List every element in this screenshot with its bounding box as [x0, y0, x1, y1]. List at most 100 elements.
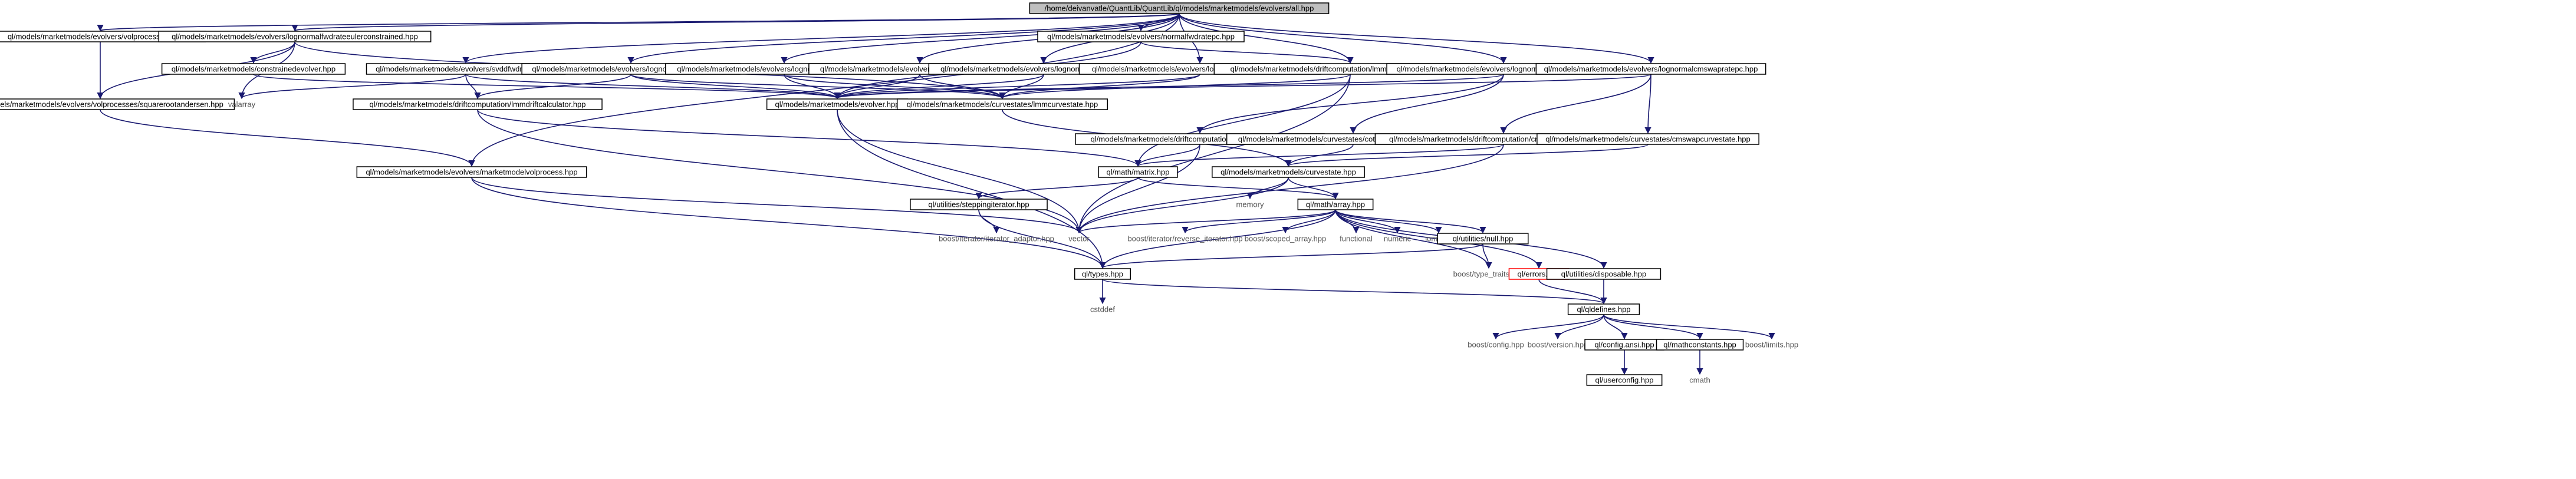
node-disposable[interactable]: ql/utilities/disposable.hpp — [1546, 268, 1662, 280]
node-lmmcurvestate[interactable]: ql/models/marketmodels/curvestates/lmmcu… — [896, 98, 1108, 110]
node-label: memory — [1236, 200, 1264, 209]
node-box — [1297, 199, 1374, 210]
edge-lognormfwdipc-to-lmmcurvestate — [919, 74, 1006, 100]
node-label: ql/qldefines.hpp — [1577, 305, 1630, 314]
node-null[interactable]: ql/utilities/null.hpp — [1437, 233, 1529, 245]
node-layer: /home/deivanvatle/QuantLib/QuantLib/ql/m… — [0, 2, 1798, 386]
node-mathconst[interactable]: ql/mathconstants.hpp — [1656, 339, 1744, 351]
node-configansi[interactable]: ql/config.ansi.hpp — [1584, 339, 1664, 351]
node-label: ql/models/marketmodels/evolvers/lognorma… — [172, 32, 418, 41]
node-label: ql/mathconstants.hpp — [1663, 341, 1736, 349]
node-vector: vector — [1068, 234, 1090, 243]
edge-null-to-types — [1099, 243, 1483, 269]
node-label: ql/config.ansi.hpp — [1594, 341, 1654, 349]
edge-null-to-typetraits — [1482, 243, 1492, 269]
node-box — [1537, 133, 1759, 145]
edge-array-to-null — [1335, 209, 1486, 234]
node-label: ql/models/marketmodels/evolver.hpp — [775, 100, 900, 109]
node-label: boost/limits.hpp — [1745, 341, 1798, 349]
edge-lognormfwdball-to-lmmcurvestate — [784, 74, 1006, 100]
node-cmswapcs[interactable]: ql/models/marketmodels/curvestates/cmswa… — [1537, 133, 1759, 145]
node-curvestate[interactable]: ql/models/marketmodels/curvestate.hpp — [1212, 166, 1365, 178]
node-label: ql/math/array.hpp — [1306, 200, 1365, 209]
edge-lognormfwdpc-to-lmmcurvestate — [630, 74, 1006, 100]
node-label: cmath — [1689, 376, 1710, 385]
node-svddfwd[interactable]: ql/models/marketmodels/evolvers/svddfwdr… — [366, 63, 566, 75]
node-userconfig[interactable]: ql/userconfig.hpp — [1586, 374, 1663, 386]
edge-lognormcmswap-to-cmswapcs — [1644, 74, 1651, 134]
node-normalfwdpc[interactable]: ql/models/marketmodels/evolvers/normalfw… — [1037, 31, 1245, 42]
edge-cmsmmdrift-to-matrix — [1134, 144, 1504, 167]
node-label: boost/iterator/reverse_iterator.hpp — [1127, 234, 1242, 243]
node-array[interactable]: ql/math/array.hpp — [1297, 199, 1374, 210]
node-label: ql/math/matrix.hpp — [1107, 168, 1170, 177]
edge-root-to-svddfwd — [462, 13, 1180, 64]
node-boostconfig: boost/config.hpp — [1468, 341, 1524, 349]
node-box — [158, 31, 432, 42]
node-matrix[interactable]: ql/math/matrix.hpp — [1098, 166, 1178, 178]
node-box — [910, 199, 1048, 210]
node-iteradaptor: boost/iterator/iterator_adaptor.hpp — [939, 234, 1054, 243]
node-box — [1098, 166, 1178, 178]
node-boostlimits: boost/limits.hpp — [1745, 341, 1798, 349]
node-label: ql/utilities/null.hpp — [1453, 234, 1514, 243]
node-root[interactable]: /home/deivanvatle/QuantLib/QuantLib/ql/m… — [1029, 2, 1330, 14]
edge-root-to-lognormfwdball — [781, 13, 1180, 64]
edge-qldefines-to-boostconfig — [1492, 314, 1604, 340]
edge-array-to-vector — [1075, 209, 1336, 234]
node-reviter: boost/iterator/reverse_iterator.hpp — [1127, 234, 1242, 243]
edge-array-to-typetraits — [1335, 209, 1492, 269]
node-evolver[interactable]: ql/models/marketmodels/evolver.hpp — [766, 98, 909, 110]
node-box — [1586, 374, 1663, 386]
node-box — [1212, 166, 1365, 178]
edge-qldefines-to-boostlimits — [1603, 314, 1775, 340]
node-label: vector — [1068, 234, 1090, 243]
node-box — [1535, 63, 1766, 75]
edge-lognormfwdiball-to-lmmcurvestate — [999, 74, 1200, 100]
edge-lmmnormaldrift-to-vector — [1075, 74, 1351, 234]
node-label: boost/iterator/iterator_adaptor.hpp — [939, 234, 1054, 243]
node-label: ql/models/marketmodels/curvestates/cmswa… — [1545, 135, 1751, 144]
node-mmdvolproc[interactable]: ql/models/marketmodels/evolvers/marketmo… — [356, 166, 587, 178]
edge-root-to-volproc_all — [97, 13, 1180, 32]
node-lognormfwdconstr[interactable]: ql/models/marketmodels/evolvers/lognorma… — [158, 31, 432, 42]
node-constrainedevolver[interactable]: ql/models/marketmodels/constrainedevolve… — [161, 63, 346, 75]
node-stepiter[interactable]: ql/utilities/steppingiterator.hpp — [910, 199, 1048, 210]
node-label: ql/models/marketmodels/evolvers/marketmo… — [366, 168, 577, 177]
edge-svddfwd-to-lmmdrift — [465, 74, 481, 100]
edge-lognormfwdpc-to-lmmdrift — [474, 74, 631, 100]
node-box — [356, 166, 587, 178]
node-sqrtandersen[interactable]: ql/models/marketmodels/evolvers/volproce… — [0, 98, 235, 110]
node-label: boost/type_traits.hpp — [1453, 270, 1525, 279]
node-types[interactable]: ql/types.hpp — [1074, 268, 1131, 280]
node-scopedarray: boost/scoped_array.hpp — [1245, 234, 1327, 243]
edge-array-to-numeric — [1335, 209, 1401, 234]
edge-root-to-lognormfwdconstr — [292, 13, 1180, 32]
node-label: ql/models/marketmodels/evolvers/volproce… — [0, 100, 223, 109]
edge-constrainedevolver-to-evolver — [253, 74, 841, 100]
edge-root-to-lognormcmswap — [1179, 13, 1654, 64]
node-box — [1567, 303, 1640, 315]
node-memory: memory — [1236, 200, 1264, 209]
node-label: ql/utilities/steppingiterator.hpp — [928, 200, 1029, 209]
node-label: functional — [1340, 234, 1373, 243]
node-lmmdrift[interactable]: ql/models/marketmodels/driftcomputation/… — [353, 98, 603, 110]
node-label: ql/models/marketmodels/curvestate.hpp — [1220, 168, 1356, 177]
edge-cmsmmdrift-to-vector — [1075, 144, 1504, 234]
edge-root-to-lmmnormaldrift — [1179, 13, 1354, 64]
edge-stepiter-to-types — [978, 209, 1106, 269]
node-label: ql/models/marketmodels/evolvers/lognorma… — [1544, 65, 1758, 74]
node-numeric: numeric — [1384, 234, 1412, 243]
edge-root-to-lognormcotswap — [1179, 13, 1507, 64]
node-functional: functional — [1340, 234, 1373, 243]
edge-smmdrift-to-vector — [1075, 144, 1200, 234]
node-qldefines[interactable]: ql/qldefines.hpp — [1567, 303, 1640, 315]
edge-lmmdrift-to-matrix — [477, 109, 1141, 167]
edge-lognormfwdiball-to-evolver — [834, 74, 1200, 100]
node-lognormcmswap[interactable]: ql/models/marketmodels/evolvers/lognorma… — [1535, 63, 1766, 75]
edge-lognormcmswap-to-cmsmmdrift — [1500, 74, 1651, 134]
node-label: ql/models/marketmodels/evolvers/volproce… — [8, 32, 193, 41]
edge-lognormcotswap-to-coterminalcs — [1350, 74, 1504, 134]
edge-lognormcotswap-to-evolver — [834, 74, 1504, 100]
edge-curvestate-to-array — [1288, 177, 1339, 200]
